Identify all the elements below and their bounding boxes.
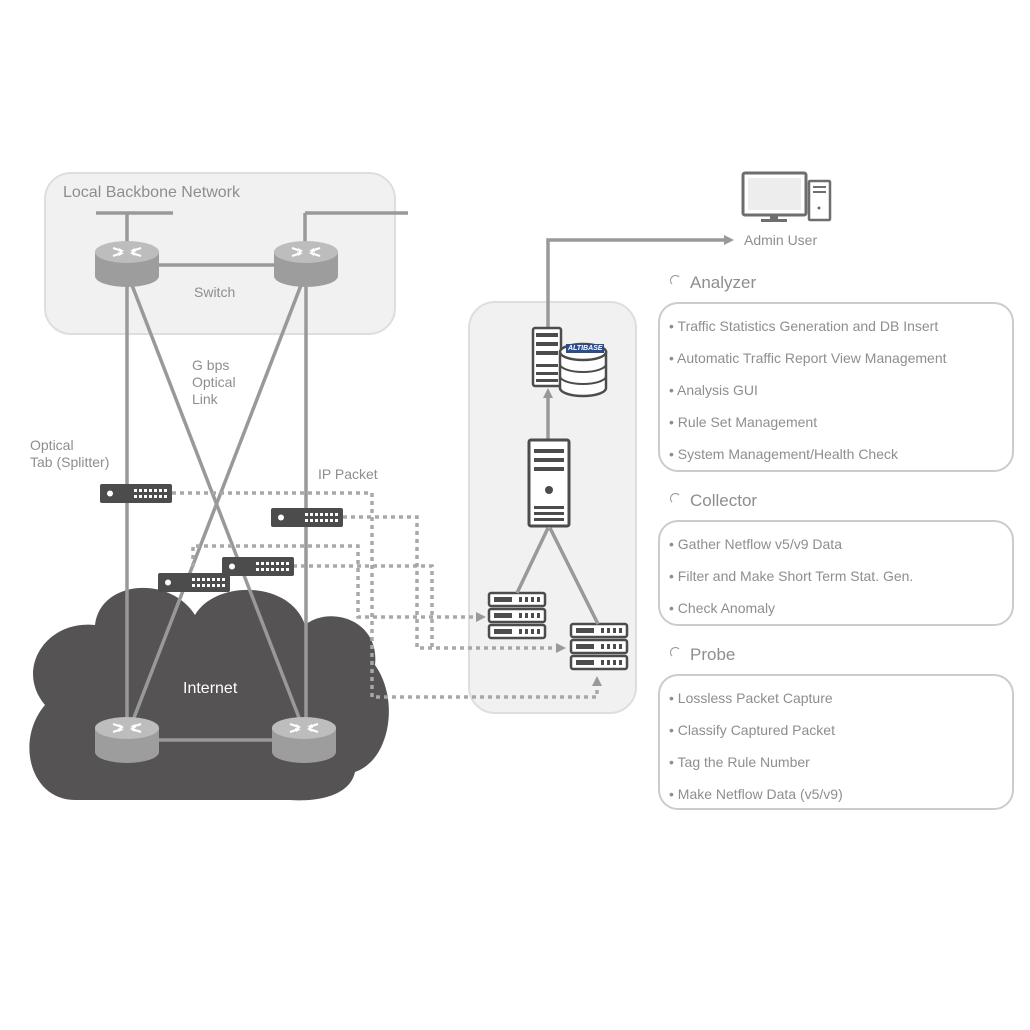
admin-user-label: Admin User — [744, 232, 818, 248]
router-icon — [270, 715, 338, 765]
probe-device-icon — [158, 573, 230, 592]
db-logo: ALTIBASE — [566, 344, 605, 353]
list-item: • Filter and Make Short Term Stat. Gen. — [669, 568, 914, 584]
list-item: • Classify Captured Packet — [669, 722, 835, 738]
backbone-title: Local Backbone Network — [63, 184, 240, 201]
computer-icon — [741, 171, 832, 222]
collector-title: Collector — [690, 491, 758, 510]
probe-panel: • Lossless Packet Capture • Classify Cap… — [658, 674, 1014, 810]
collector-panel: • Gather Netflow v5/v9 Data • Filter and… — [658, 520, 1014, 626]
probe-bullet-icon — [670, 647, 681, 658]
ip-packet-lines — [172, 491, 602, 699]
switch-label: Switch — [194, 284, 236, 300]
list-item: • System Management/Health Check — [669, 446, 899, 462]
router-icon — [272, 239, 340, 289]
gbps-label-line1: G bps — [192, 357, 230, 373]
list-item: • Check Anomaly — [669, 600, 776, 616]
collector-bullet-icon — [670, 493, 681, 504]
ip-packet-label: IP Packet — [318, 466, 378, 482]
probe-device-icon — [271, 508, 343, 527]
list-item: • Make Netflow Data (v5/v9) — [669, 786, 843, 802]
collector-server-icon — [487, 591, 547, 640]
list-item: • Traffic Statistics Generation and DB I… — [669, 318, 939, 334]
router-icon — [93, 239, 161, 289]
collector-tower-icon — [527, 438, 571, 528]
analyzer-bullet-icon — [670, 275, 681, 286]
analyzer-server-icon — [531, 326, 563, 388]
collector-links — [515, 235, 734, 625]
optical-tab-label-line2: Tab (Splitter) — [30, 454, 110, 470]
list-item: • Automatic Traffic Report View Manageme… — [669, 350, 947, 366]
probe-title: Probe — [690, 645, 736, 664]
list-item: • Analysis GUI — [669, 382, 758, 398]
list-item: • Rule Set Management — [669, 414, 818, 430]
gbps-label-line3: Link — [192, 391, 218, 407]
probe-device-icon — [100, 484, 172, 503]
optical-tab-label-line1: Optical — [30, 437, 74, 453]
list-item: • Tag the Rule Number — [669, 754, 810, 770]
probe-device-icon — [222, 557, 294, 576]
collector-server-icon — [569, 622, 629, 671]
internet-label: Internet — [183, 680, 238, 697]
router-icon — [93, 715, 161, 765]
list-item: • Lossless Packet Capture — [669, 690, 833, 706]
analyzer-title: Analyzer — [690, 273, 757, 292]
gbps-label-line2: Optical — [192, 374, 236, 390]
analyzer-panel: • Traffic Statistics Generation and DB I… — [658, 302, 1014, 472]
list-item: • Gather Netflow v5/v9 Data — [669, 536, 842, 552]
